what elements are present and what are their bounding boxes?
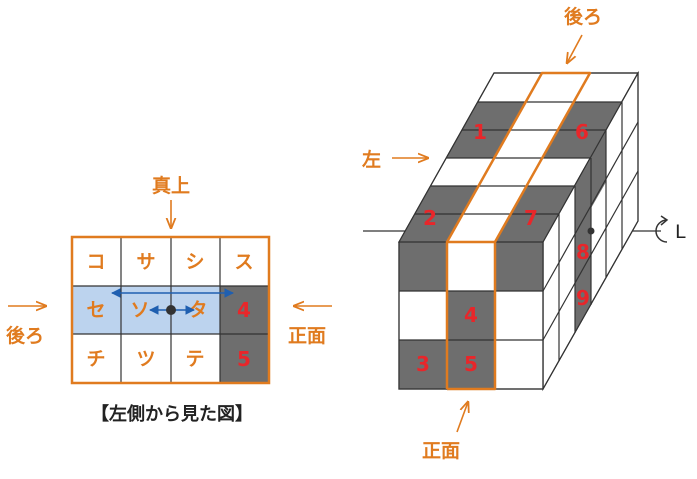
axis-dot — [587, 227, 595, 235]
cell-5: 5 — [237, 347, 251, 371]
num-9: 9 — [576, 286, 590, 310]
orange-slice — [445, 71, 592, 391]
num-2: 2 — [423, 206, 437, 230]
top-label: 真上 — [152, 174, 190, 197]
cell-so: ソ — [130, 299, 149, 321]
num-5: 5 — [464, 352, 478, 376]
front-cell-b — [495, 242, 543, 291]
num-8: 8 — [576, 240, 590, 264]
cube-view: L 1 6 2 7 8 9 4 3 5 後ろ 左 正面 — [362, 5, 686, 462]
grid-frame — [70, 235, 271, 385]
front-cell-5 — [447, 340, 495, 389]
cell-chi: チ — [86, 348, 105, 370]
rotation-axis-dot — [166, 305, 176, 315]
grid-lines — [72, 237, 269, 383]
front-cell-a — [399, 242, 447, 291]
dark-cell-5 — [220, 334, 269, 383]
cube-back-label: 後ろ — [564, 5, 602, 28]
cell-ta: タ — [188, 299, 207, 321]
num-3: 3 — [416, 352, 430, 376]
front-cell-4 — [447, 291, 495, 340]
cell-te: テ — [185, 348, 204, 370]
cube-left-label: 左 — [362, 148, 381, 171]
num-4: 4 — [464, 303, 478, 327]
cube-front-label: 正面 — [422, 440, 460, 462]
back-label: 後ろ — [6, 324, 44, 347]
cell-4: 4 — [237, 298, 251, 322]
cell-tsu: ツ — [136, 348, 155, 370]
left-side-view: コ サ シ ス セ ソ タ 4 チ ツ テ 5 真上 後ろ 正面 【左側から見た… — [6, 174, 332, 425]
num-1: 1 — [473, 120, 487, 144]
cell-shi: シ — [185, 251, 204, 273]
front-label: 正面 — [288, 325, 326, 347]
axis-label: L — [675, 221, 686, 243]
num-6: 6 — [575, 120, 589, 144]
front-cell-3 — [399, 340, 447, 389]
right-column-dark — [575, 158, 591, 333]
cell-se: セ — [86, 299, 105, 321]
right-upper-dark — [590, 130, 606, 210]
rotation-arc — [655, 219, 668, 243]
cell-sa: サ — [136, 251, 155, 273]
rotation-arrowhead — [660, 215, 669, 226]
cube-front-arrow — [456, 402, 468, 433]
cell-su: ス — [234, 251, 253, 273]
num-7: 7 — [524, 206, 538, 230]
cube-back-arrow — [567, 34, 583, 63]
cell-ko: コ — [86, 251, 105, 273]
caption: 【左側から見た図】 — [91, 403, 253, 425]
